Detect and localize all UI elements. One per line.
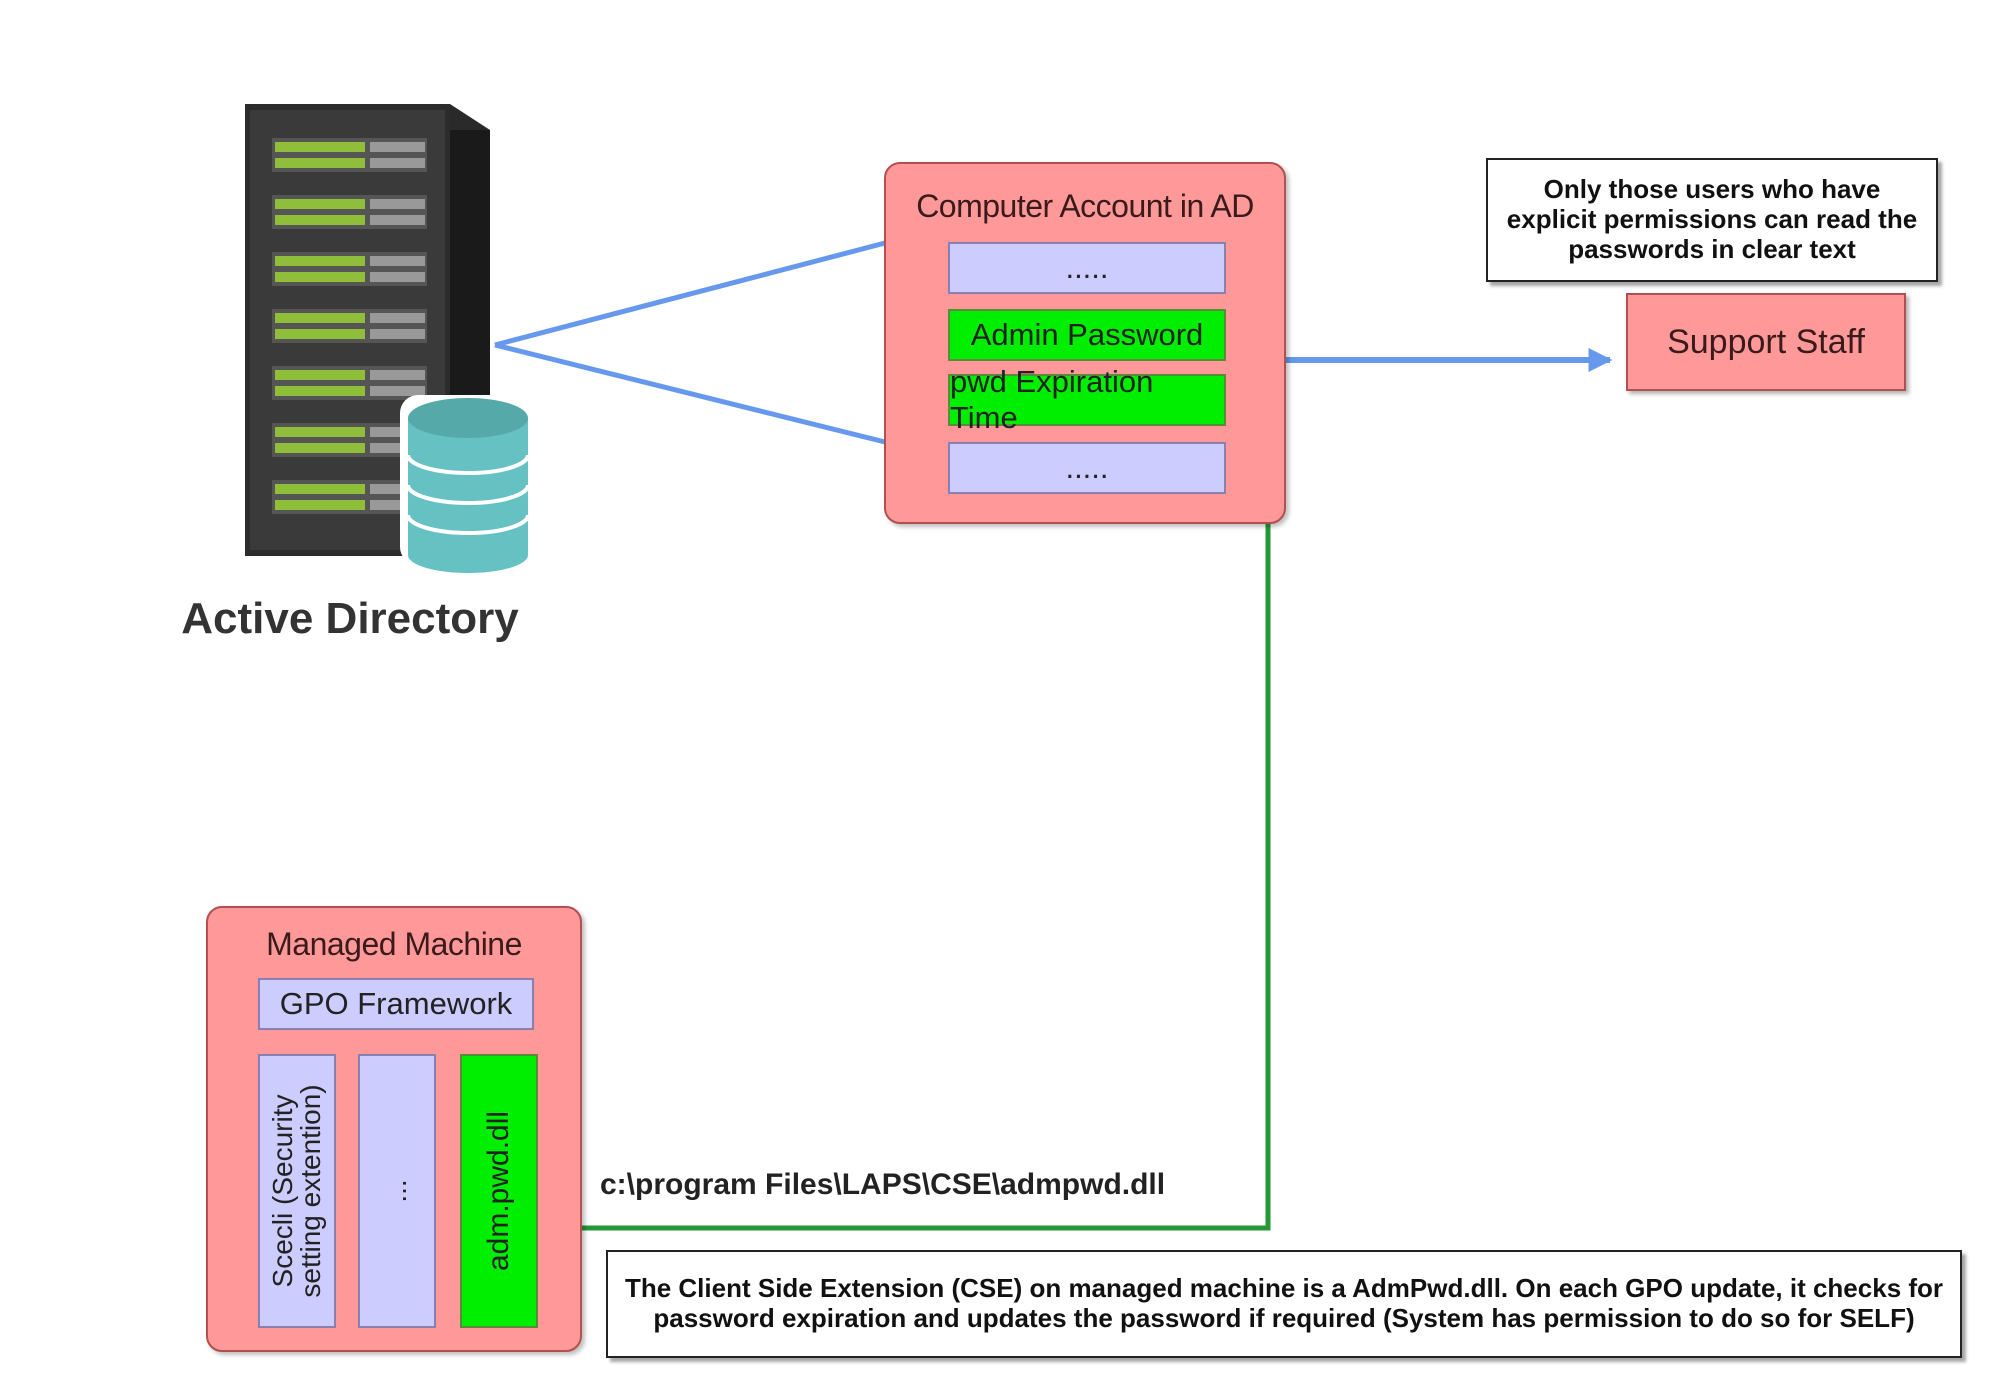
computer-account-field-placeholder-top: ..... — [948, 242, 1226, 294]
other-extension-label: ... — [381, 1179, 412, 1203]
managed-machine-box: Managed Machine GPO Framework Scecli (Se… — [206, 906, 582, 1352]
managed-machine-title: Managed Machine — [266, 926, 522, 962]
cse-path-label: c:\program Files\LAPS\CSE\admpwd.dll — [600, 1168, 1166, 1201]
active-directory-label: Active Directory — [181, 594, 519, 643]
admpwd-dll-extension: adm.pwd.dll — [460, 1054, 538, 1328]
ad-link-lower — [494, 342, 886, 445]
scecli-extension-label: Scecli (Security setting extention) — [267, 1084, 326, 1298]
database-icon — [400, 395, 536, 573]
other-extension: ... — [358, 1054, 436, 1328]
admpwd-dll-label: adm.pwd.dll — [482, 1110, 515, 1272]
admin-password-field: Admin Password — [948, 309, 1226, 361]
permission-note: Only those users who have explicit permi… — [1486, 158, 1938, 282]
computer-account-field-placeholder-bottom: ..... — [948, 442, 1226, 494]
gpo-framework-field: GPO Framework — [258, 978, 534, 1030]
computer-account-title: Computer Account in AD — [916, 188, 1254, 224]
pwd-expiration-time-field: pwd Expiration Time — [948, 364, 1226, 435]
ad-link-upper — [494, 240, 886, 348]
support-staff-box: Support Staff — [1626, 293, 1906, 391]
cse-note: The Client Side Extension (CSE) on manag… — [606, 1250, 1962, 1358]
cse-update-arrow — [553, 358, 1271, 1238]
computer-account-box: Computer Account in AD ..... Admin Passw… — [884, 162, 1286, 524]
scecli-extension: Scecli (Security setting extention) — [258, 1054, 336, 1328]
active-directory-icon — [240, 100, 540, 580]
server-database-icon — [245, 104, 536, 573]
